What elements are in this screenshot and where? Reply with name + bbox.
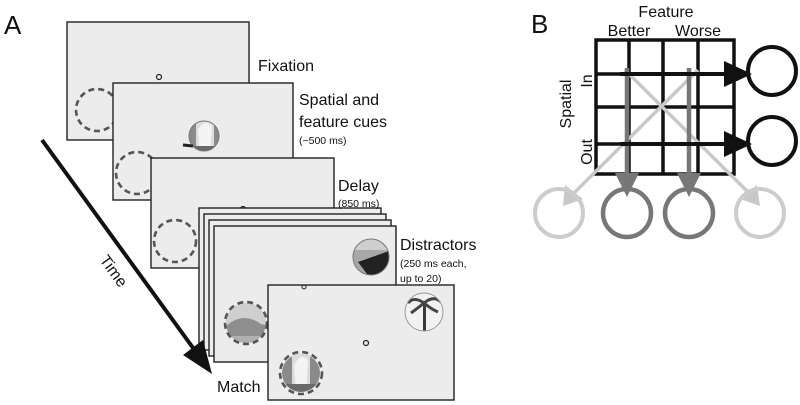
spatial-cue-ring <box>278 350 324 396</box>
distractors-label: Distractors <box>400 237 476 254</box>
cues-label-line1: Spatial and <box>299 92 379 109</box>
spatial-cue-ring <box>223 300 269 346</box>
arrow-mid-vertical <box>615 68 701 197</box>
distractors-duration-line2: up to 20) <box>400 273 441 285</box>
outcome-circle-mid <box>662 186 716 240</box>
match-label: Match <box>217 379 261 396</box>
fixation-point <box>301 284 307 290</box>
time-arrow <box>40 138 212 374</box>
distractor-image <box>226 303 266 343</box>
cues-label-line2: feature cues <box>299 114 387 131</box>
feature-cue-image <box>189 121 219 151</box>
match-distractor-image <box>405 293 443 331</box>
outcome-circle-light <box>734 187 786 239</box>
delay-duration: (850 ms) <box>338 198 379 210</box>
spatial-cue-ring <box>152 218 198 264</box>
distractors-duration-line1: (250 ms each, <box>400 258 467 270</box>
column-label-better: Better <box>608 23 651 40</box>
panel-a-label: A <box>4 10 22 40</box>
feature-axis-label: Feature <box>638 4 693 21</box>
condition-grid <box>594 38 736 176</box>
time-label: Time <box>96 252 130 290</box>
row-label-in: In <box>579 74 596 87</box>
spatial-axis-label: Spatial <box>558 80 575 129</box>
panel-b-label: B <box>531 9 548 39</box>
arrow-dark-horizontal <box>620 61 752 157</box>
fixation-label: Fixation <box>258 58 314 75</box>
column-label-worse: Worse <box>675 23 721 40</box>
outcome-circle-mid <box>600 186 654 240</box>
outcome-circle-dark <box>746 115 798 167</box>
match-target-image <box>282 354 320 392</box>
row-label-out: Out <box>579 139 596 165</box>
fixation-point <box>362 339 370 347</box>
outcome-circle-light <box>533 187 585 239</box>
screen-match <box>267 284 455 401</box>
cues-duration: (~500 ms) <box>299 135 347 147</box>
fixation-point <box>155 73 163 81</box>
delay-label: Delay <box>338 178 379 195</box>
outcome-circle-dark <box>746 45 798 97</box>
